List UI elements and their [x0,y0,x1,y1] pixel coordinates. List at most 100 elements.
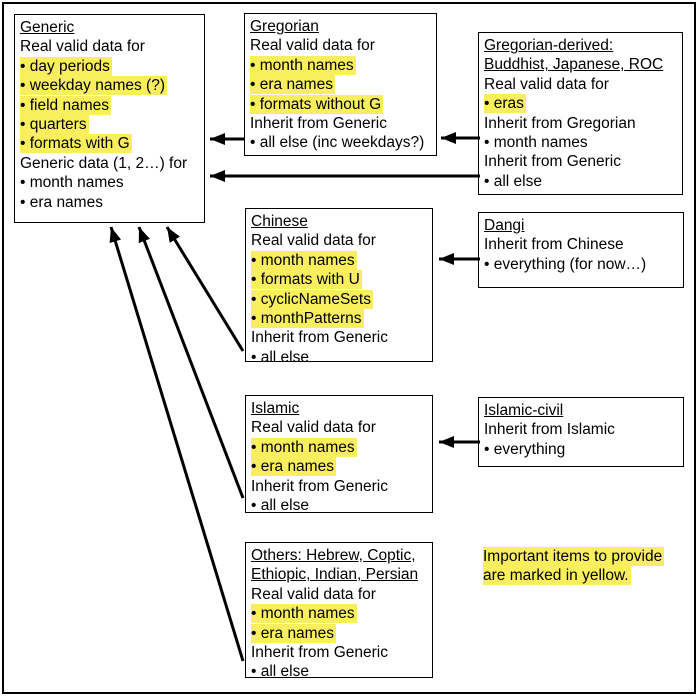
box-title-line: Buddhist, Japanese, ROC [484,55,678,74]
text: Inherit from Generic [251,329,388,347]
box-line: Real valid data for [20,37,200,56]
gregorian-derived-box: Gregorian-derived:Buddhist, Japanese, RO… [478,32,683,195]
text: • all else [251,663,309,681]
text: • everything (for now…) [484,255,647,273]
text: Real valid data for [20,38,145,56]
highlighted-text: • quarters [20,114,89,134]
box-line: • era names [251,623,428,643]
box-line: • eras [484,94,678,114]
box-line: • era names [250,75,432,95]
box-line: • formats without G [250,94,432,114]
highlighted-text: • monthPatterns [251,308,364,328]
box-line: are marked in yellow. [483,566,686,586]
text: Others: Hebrew, Coptic, [251,547,416,564]
box-line: • all else (inc weekdays?) [250,133,432,152]
box-line: • era names [251,457,428,477]
highlighted-text: • era names [250,75,335,95]
text: • all else (inc weekdays?) [250,134,425,152]
arrow-others-to-generic [109,226,245,662]
text: Inherit from Islamic [484,421,615,439]
highlighted-text: • weekday names (?) [20,76,167,96]
text: Inherit from Generic [251,643,388,661]
box-line: • weekday names (?) [20,76,200,96]
text: Ethiopic, Indian, Persian [251,566,419,584]
arrow-islamic-to-generic [137,226,245,499]
highlighted-text: Important items to provide [483,547,665,566]
box-title-line: Islamic [251,399,428,418]
box-line: • month names [251,604,428,624]
text: Real valid data for [484,75,609,93]
box-title-line: Gregorian [250,17,432,36]
box-line: • month names [251,250,428,270]
text: • month names [20,174,124,192]
highlighted-text: • era names [251,623,336,643]
box-line: • month names [20,173,200,192]
text: Inherit from Generic [484,153,621,171]
box-line: Inherit from Generic [251,477,428,496]
box-title-line: Islamic-civil [484,401,679,420]
text: • era names [20,193,103,211]
text: Islamic-civil [484,402,564,419]
highlighted-text: • field names [20,95,111,115]
text: Inherit from Generic [250,114,387,132]
highlighted-text: • month names [251,437,357,457]
box-line: • day periods [20,56,200,76]
box-line: Inherit from Islamic [484,420,679,439]
box-title-line: Chinese [251,212,428,231]
box-line: • everything [484,440,679,459]
box-line: • cyclicNameSets [251,289,428,309]
box-line: Inherit from Chinese [484,235,679,254]
box-line: • all else [251,348,428,367]
box-line: • all else [484,172,678,191]
text: Generic [20,19,75,36]
highlighted-text: • eras [484,94,526,114]
highlighted-text: • month names [251,604,357,624]
highlighted-text: • cyclicNameSets [251,289,373,309]
box-line: • month names [484,133,678,152]
text: Inherit from Chinese [484,236,624,254]
others-box: Others: Hebrew, Coptic, Ethiopic, Indian,… [245,542,433,681]
text: Real valid data for [251,232,376,250]
box-line: Inherit from Generic [251,643,428,662]
text: • everything [484,440,566,458]
text: Dangi [484,217,525,234]
box-title-line: Others: Hebrew, Coptic, [251,546,428,565]
box-line: • formats with U [251,270,428,290]
box-title-line: Ethiopic, Indian, Persian [251,565,428,584]
highlighted-text: • formats without G [250,94,384,114]
box-line: • monthPatterns [251,308,428,328]
highlighted-text: • era names [251,457,336,477]
box-line: • formats with G [20,134,200,154]
highlighted-text: • month names [250,55,356,75]
highlighted-text: • day periods [20,56,112,76]
box-line: • everything (for now…) [484,255,679,274]
box-line: Important items to provide [483,547,686,566]
box-title-line: Generic [20,18,200,37]
box-title-line: Dangi [484,216,679,235]
box-title-line: Gregorian-derived: [484,36,678,55]
text: Generic data (1, 2…) for [20,154,188,172]
text: Gregorian-derived: [484,37,614,54]
highlighted-text: are marked in yellow. [483,566,631,586]
box-line: Inherit from Generic [251,328,428,347]
text: Inherit from Generic [251,477,388,495]
text: Islamic [251,400,300,417]
text: Gregorian [250,18,319,35]
box-line: • field names [20,95,200,115]
box-line: Real valid data for [251,418,428,437]
box-line: Inherit from Generic [484,152,678,171]
text: • month names [484,133,588,151]
box-line: • month names [251,437,428,457]
box-line: Inherit from Gregorian [484,114,678,133]
text: Real valid data for [251,419,376,437]
highlighted-text: • formats with G [20,134,132,154]
text: Real valid data for [250,37,375,55]
